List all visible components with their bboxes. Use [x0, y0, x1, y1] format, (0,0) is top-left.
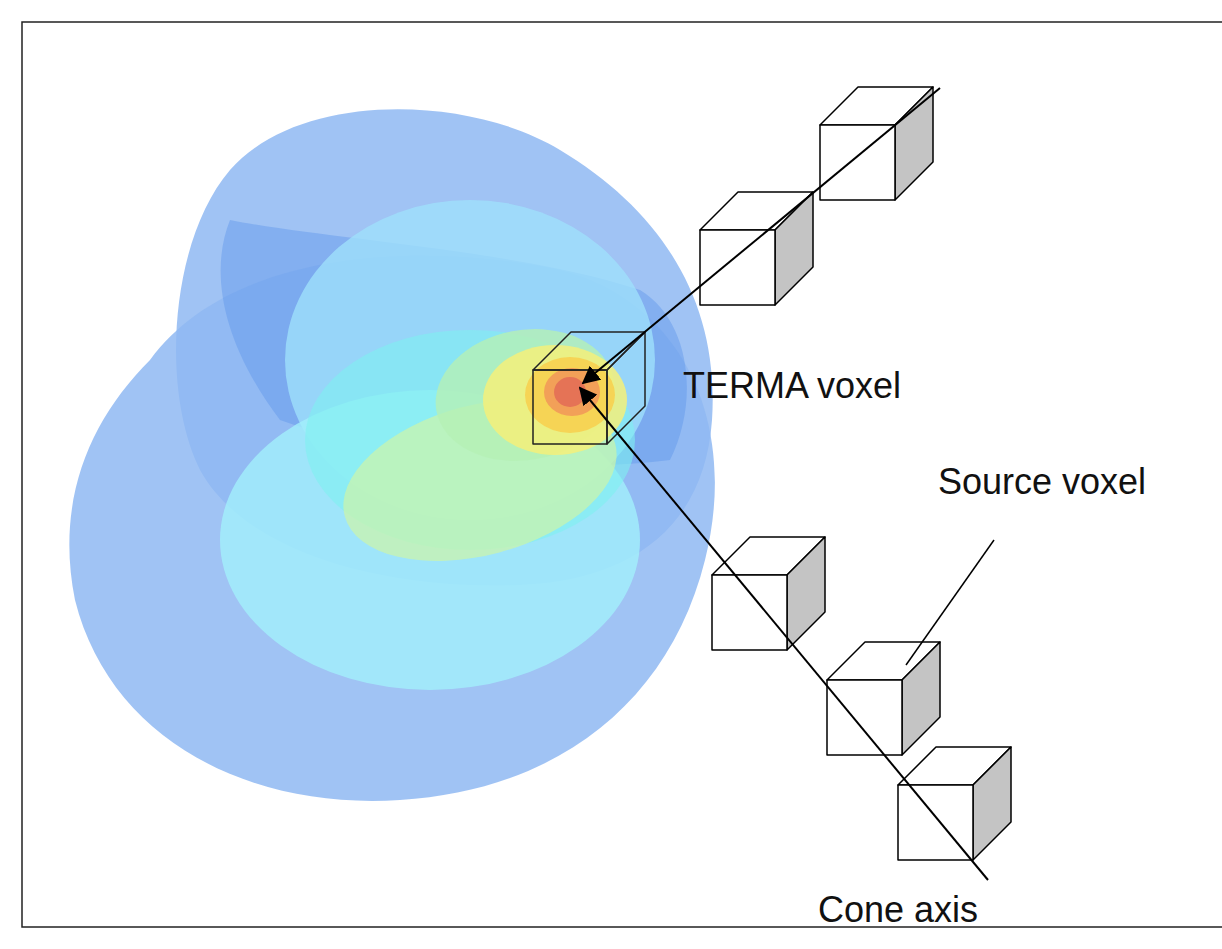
- cone-axis-lines: [580, 88, 988, 880]
- leader-line: [906, 540, 994, 665]
- cube-face: [700, 230, 775, 305]
- cube-face: [827, 680, 902, 755]
- cone-axis-label: Cone axis: [818, 890, 978, 930]
- cube-face: [533, 332, 645, 370]
- cube-face: [902, 642, 940, 755]
- cube-face: [712, 575, 787, 650]
- cube-face: [895, 87, 933, 200]
- cube-face: [820, 125, 895, 200]
- source-voxel-label: Source voxel: [938, 462, 1146, 502]
- cube-face: [973, 747, 1011, 860]
- frame: [22, 22, 1222, 927]
- cube-face: [787, 537, 825, 650]
- dose-kernel-blobs: [69, 109, 715, 801]
- terma-voxel-label: TERMA voxel: [683, 366, 901, 406]
